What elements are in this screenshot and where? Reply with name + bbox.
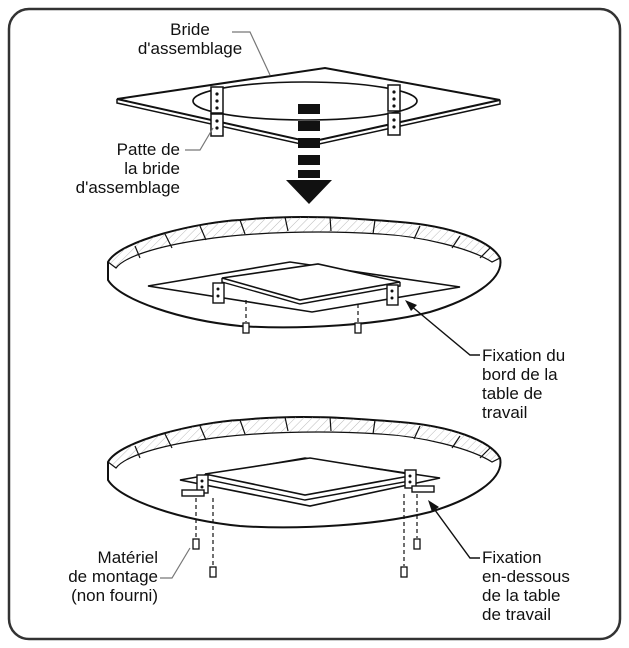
flange-leader [232, 31, 271, 76]
hardware-label-line-1: Matériel [97, 548, 158, 567]
flange-tab-label-line-2: la bride [124, 159, 180, 178]
under-mount-label-line-1: Fixation [482, 548, 542, 567]
under-mount-label-line-3: de la table [482, 586, 561, 605]
flange-label: Bride d'assemblage [130, 20, 250, 58]
flange-tab-leader [185, 127, 214, 151]
edge-mount-label: Fixation du bord de la table de travail [482, 346, 602, 422]
edge-mount-label-line-4: travail [482, 403, 528, 422]
flange-tab-label-line-1: Patte de [116, 140, 180, 159]
edge-mount-drawing [107, 215, 502, 334]
edge-mount-leader [409, 304, 480, 356]
edge-mount-label-line-3: table de [482, 384, 543, 403]
under-mount-leader [431, 505, 480, 559]
under-mount-drawing [107, 415, 502, 578]
under-mount-label-line-2: en-dessous [482, 567, 570, 586]
edge-mount-label-line-2: bord de la [482, 365, 558, 384]
flange-label-line-2: d'assemblage [137, 39, 243, 58]
hardware-leader [160, 547, 191, 579]
under-mount-label: Fixation en-dessous de la table de trava… [482, 548, 602, 624]
hardware-label-line-3: (non fourni) [71, 586, 158, 605]
hardware-label: Matériel de montage (non fourni) [40, 548, 158, 605]
flange-tab-label-line-3: d'assemblage [75, 178, 180, 197]
hardware-label-line-2: de montage [68, 567, 158, 586]
flange-tab-label: Patte de la bride d'assemblage [60, 140, 180, 197]
edge-mount-label-line-1: Fixation du [482, 346, 566, 365]
down-arrow-icon [286, 104, 332, 204]
flange-tab-shape [210, 84, 401, 137]
under-mount-label-line-4: de travail [482, 605, 551, 624]
flange-label-line-1: Bride [170, 20, 210, 39]
